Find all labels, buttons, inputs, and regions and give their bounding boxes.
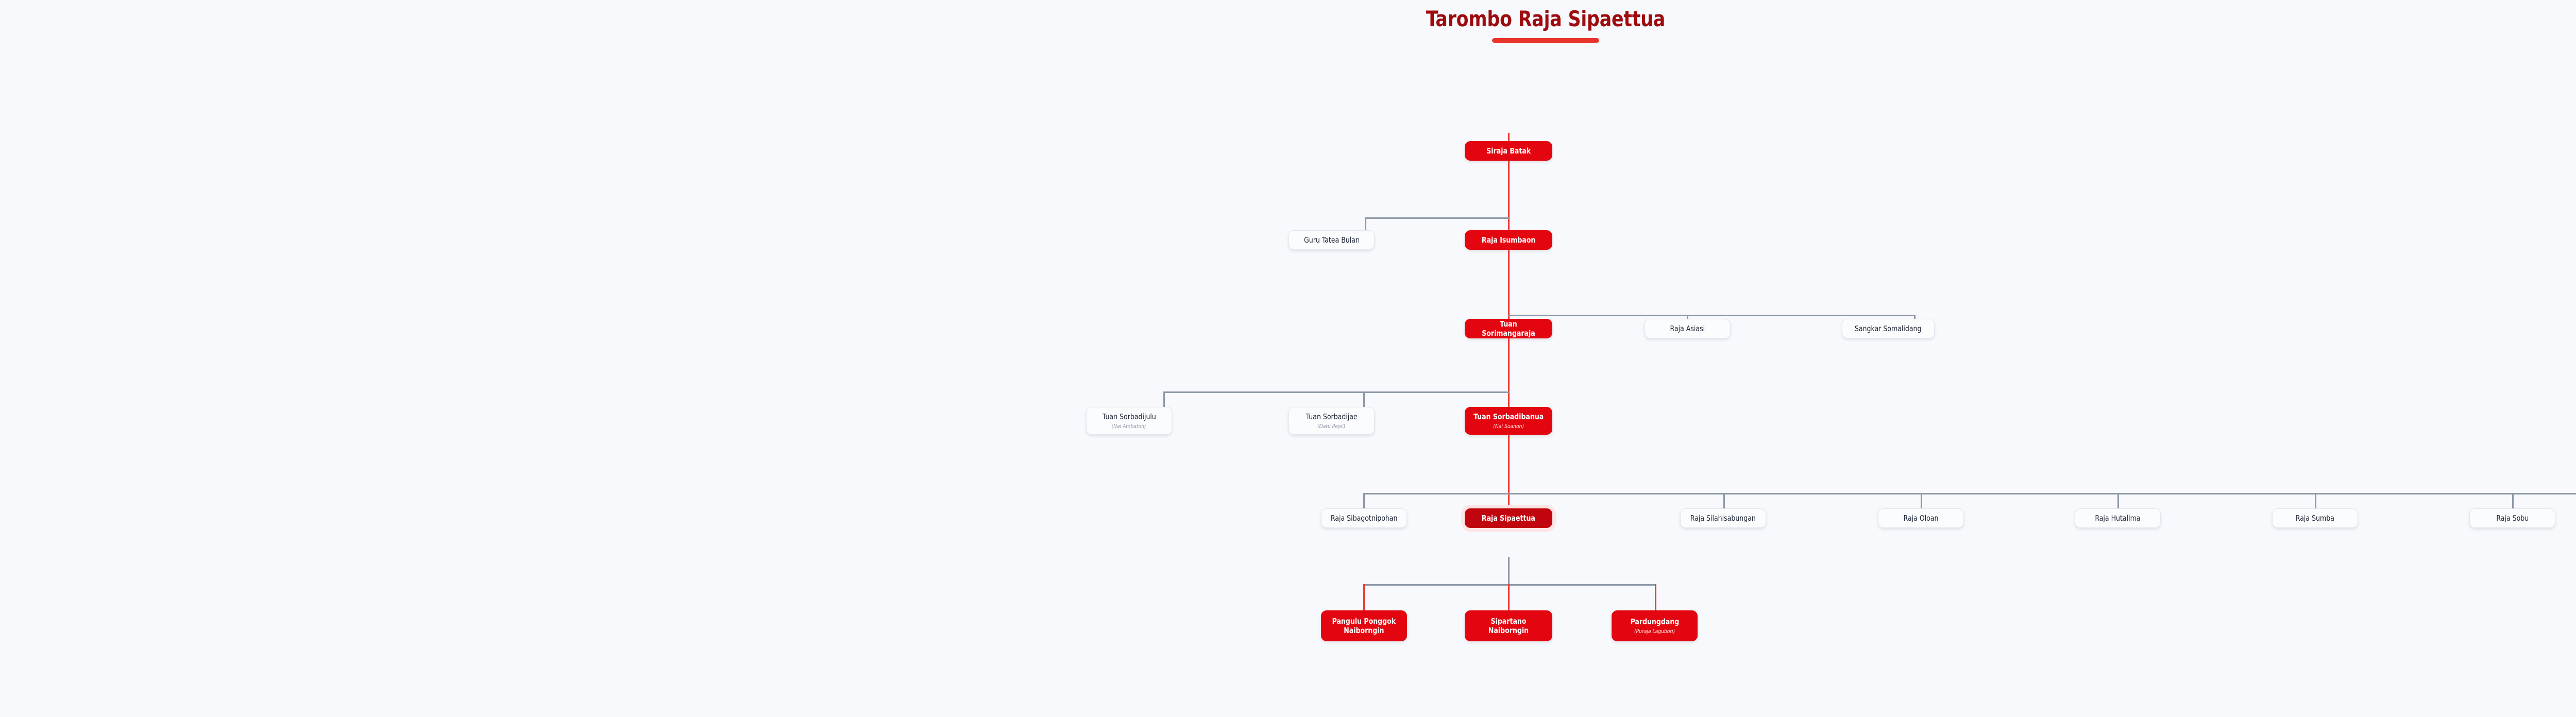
title-underline-rule [1492, 38, 1599, 43]
node-raja-asiasi[interactable]: Raja Asiasi [1645, 319, 1731, 338]
node-pardungdang[interactable]: Pardungdang (Puraja Laguboti) [1612, 610, 1698, 641]
node-tuan-sorbadibanua[interactable]: Tuan Sorbadibanua (Nai Suanon) [1465, 407, 1552, 435]
node-raja-silahisabungan[interactable]: Raja Silahisabungan [1680, 508, 1766, 528]
node-label: Raja Sibagotnipohan [1330, 513, 1398, 523]
node-tuan-sorimangaraja[interactable]: Tuan Sorimangaraja [1465, 319, 1552, 338]
node-pangulu-ponggok-naiborngin[interactable]: Pangulu Ponggok Naiborngin [1321, 610, 1407, 641]
node-raja-sumba[interactable]: Raja Sumba [2272, 508, 2358, 528]
node-tuan-sorbadijulu[interactable]: Tuan Sorbadijulu (Nai Ambaton) [1086, 407, 1172, 435]
node-label: Raja Isumbaon [1481, 235, 1536, 245]
node-raja-sobu[interactable]: Raja Sobu [2469, 508, 2555, 528]
node-label: Raja Sumba [2295, 513, 2335, 523]
node-label: Tuan Sorbadibanua [1473, 412, 1544, 421]
node-label: Tuan Sorbadijulu [1102, 412, 1156, 421]
node-alias: (Nai Suanon) [1493, 423, 1524, 430]
node-sipartano-naiborngin[interactable]: Sipartano Naiborngin [1465, 610, 1552, 641]
node-alias: (Datu Pejel) [1317, 423, 1346, 430]
node-label: Raja Hutalima [2095, 513, 2141, 523]
node-label: Raja Silahisabungan [1690, 513, 1756, 523]
title-block: Tarombo Raja Sipaettua [0, 7, 2576, 43]
page-title: Tarombo Raja Sipaettua [1426, 6, 1666, 31]
node-raja-hutalima[interactable]: Raja Hutalima [2075, 508, 2161, 528]
node-raja-oloan[interactable]: Raja Oloan [1878, 508, 1964, 528]
node-label: Pangulu Ponggok Naiborngin [1332, 616, 1396, 635]
node-label: Raja Sobu [2496, 513, 2529, 523]
node-label: Pardungdang [1630, 617, 1679, 626]
node-raja-sipaettua[interactable]: Raja Sipaettua [1465, 508, 1552, 528]
node-label: Siraja Batak [1486, 146, 1531, 156]
node-alias: (Nai Ambaton) [1111, 423, 1146, 430]
node-label: Sipartano Naiborngin [1488, 616, 1529, 635]
node-raja-sibagotnipohan[interactable]: Raja Sibagotnipohan [1321, 508, 1407, 528]
node-label: Guru Tatea Bulan [1303, 235, 1360, 245]
node-label: Raja Asiasi [1670, 323, 1705, 333]
node-guru-tatea-bulan[interactable]: Guru Tatea Bulan [1289, 230, 1375, 250]
node-label: Raja Oloan [1903, 513, 1939, 523]
node-label: Raja Sipaettua [1482, 513, 1535, 523]
node-label: Sangkar Somalidang [1855, 323, 1922, 333]
node-alias: (Puraja Laguboti) [1634, 628, 1675, 635]
node-raja-isumbaon[interactable]: Raja Isumbaon [1465, 230, 1552, 250]
node-sangkar-somalidang[interactable]: Sangkar Somalidang [1842, 319, 1935, 338]
node-label: Tuan Sorimangaraja [1482, 319, 1535, 338]
node-tuan-sorbadijae[interactable]: Tuan Sorbadijae (Datu Pejel) [1289, 407, 1375, 435]
node-siraja-batak[interactable]: Siraja Batak [1465, 141, 1552, 161]
node-label: Tuan Sorbadijae [1306, 412, 1358, 421]
